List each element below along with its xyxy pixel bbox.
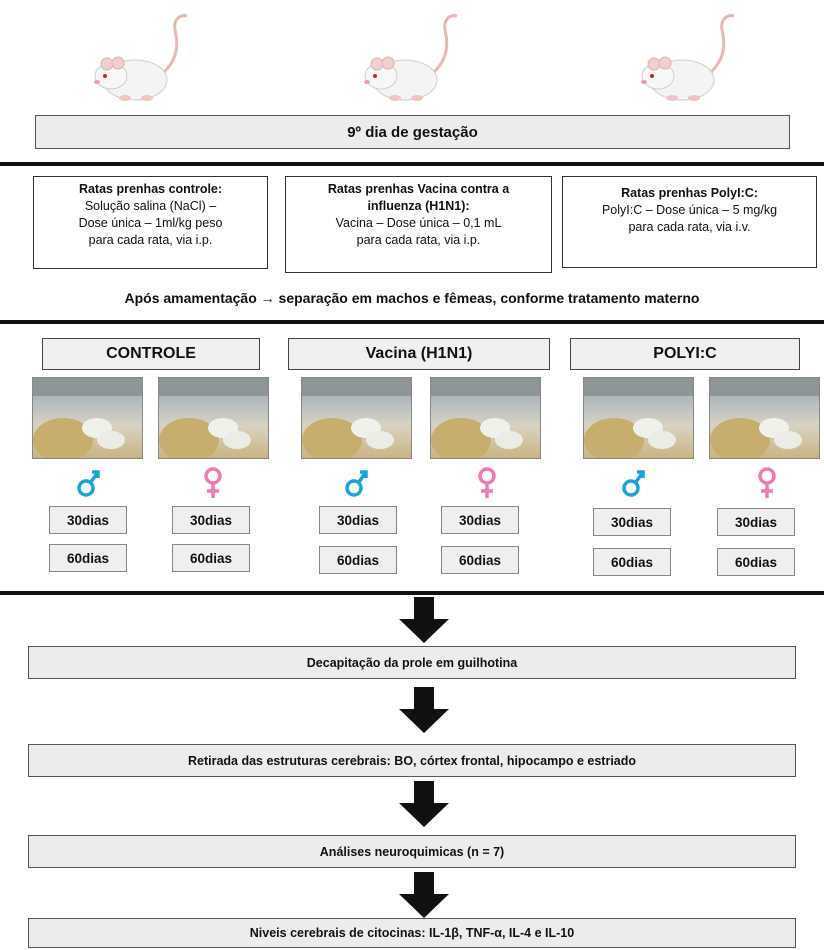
female-symbol-icon (478, 467, 496, 498)
gestation-day-box: 9º dia de gestação (35, 115, 790, 149)
day-box-30: 30dias (172, 506, 250, 534)
flow-step-label: Niveis cerebrais de citocinas: IL-1β, TN… (249, 926, 575, 940)
cage-photo (158, 377, 269, 459)
down-arrow-icon (399, 597, 449, 643)
day-box-30: 30dias (441, 506, 519, 534)
divider-2 (0, 320, 824, 324)
treatment-title-vaccine-2: influenza (H1N1): (367, 199, 470, 213)
group-label-controle: CONTROLE (42, 338, 260, 370)
day-box-60: 60dias (319, 546, 397, 574)
day-box-60: 60dias (441, 546, 519, 574)
day-label: 30dias (66, 512, 110, 528)
treatment-line: para cada rata, via i.v. (628, 220, 751, 234)
treatment-line: Solução salina (NaCl) – (84, 199, 217, 213)
male-symbol-icon (622, 470, 645, 497)
day-box-60: 60dias (49, 544, 127, 572)
day-box-30: 30dias (49, 506, 127, 534)
male-symbol-icon (77, 470, 100, 497)
day-box-60: 60dias (717, 548, 795, 576)
treatment-box-vaccine: Ratas prenhas Vacina contra a influenza … (285, 176, 552, 273)
flow-step-label: Retirada das estruturas cerebrais: BO, c… (187, 753, 637, 768)
treatment-title-vaccine-1: Ratas prenhas Vacina contra a (327, 182, 510, 196)
day-box-60: 60dias (172, 544, 250, 572)
day-label: 30dias (458, 512, 502, 528)
day-label: 30dias (189, 512, 233, 528)
cage-photo (32, 377, 143, 459)
treatment-line: Vacina – Dose única – 0,1 mL (335, 216, 502, 230)
group-label-vacina: Vacina (H1N1) (288, 338, 550, 370)
treatment-line: para cada rata, via i.p. (88, 233, 213, 247)
day-label: 60dias (189, 550, 233, 566)
day-box-30: 30dias (319, 506, 397, 534)
treatment-title-control: Ratas prenhas controle: (78, 182, 223, 196)
rat-illustration-2 (364, 14, 458, 101)
day-box-60: 60dias (593, 548, 671, 576)
down-arrow-icon (399, 687, 449, 733)
day-box-30: 30dias (593, 508, 671, 536)
flow-step-label: Decapitação da prole em guilhotina (306, 655, 518, 670)
cage-photo (709, 377, 820, 459)
cage-photo (583, 377, 694, 459)
day-label: 60dias (734, 554, 778, 570)
day-label: 60dias (336, 552, 380, 568)
day-box-30: 30dias (717, 508, 795, 536)
cage-photo (301, 377, 412, 459)
down-arrow-icon (399, 872, 449, 918)
divider-3 (0, 591, 824, 595)
gestation-day-label: 9º dia de gestação (347, 123, 478, 141)
treatment-title-polyic: Ratas prenhas PolyI:C: (621, 186, 758, 200)
treatment-line: para cada rata, via i.p. (356, 233, 481, 247)
day-label: 30dias (734, 514, 778, 530)
day-label: 30dias (336, 512, 380, 528)
group-label-text: CONTROLE (106, 345, 196, 362)
day-label: 60dias (66, 550, 110, 566)
flow-step-decapitation: Decapitação da prole em guilhotina (28, 646, 796, 679)
flow-step-neurochemical-analysis: Análises neuroquimicas (n = 7) (28, 835, 796, 868)
treatment-line: Dose única – 1ml/kg peso (78, 216, 223, 230)
treatment-box-control: Ratas prenhas controle: Solução salina (… (33, 176, 268, 269)
day-label: 30dias (610, 514, 654, 530)
female-symbol-icon (204, 467, 222, 498)
female-symbol-icon (758, 467, 776, 498)
group-label-text: POLYI:C (653, 345, 717, 362)
day-label: 60dias (610, 554, 654, 570)
divider-1 (0, 162, 824, 166)
day-label: 60dias (458, 552, 502, 568)
flow-step-label: Análises neuroquimicas (n = 7) (319, 844, 505, 859)
rat-illustration-3 (641, 14, 735, 101)
separation-note: Após amamentação → separação em machos e… (124, 290, 700, 306)
male-symbol-icon (345, 470, 368, 497)
flow-step-brain-structures: Retirada das estruturas cerebrais: BO, c… (28, 744, 796, 777)
rat-illustration-1 (94, 14, 188, 101)
treatment-box-polyic: Ratas prenhas PolyI:C: PolyI:C – Dose ún… (562, 176, 817, 268)
treatment-line: PolyI:C – Dose única – 5 mg/kg (601, 203, 778, 217)
flow-step-cytokine-levels: Niveis cerebrais de citocinas: IL-1β, TN… (28, 918, 796, 948)
group-label-text: Vacina (H1N1) (365, 345, 473, 362)
cage-photo (430, 377, 541, 459)
down-arrow-icon (399, 781, 449, 827)
group-label-polyic: POLYI:C (570, 338, 800, 370)
